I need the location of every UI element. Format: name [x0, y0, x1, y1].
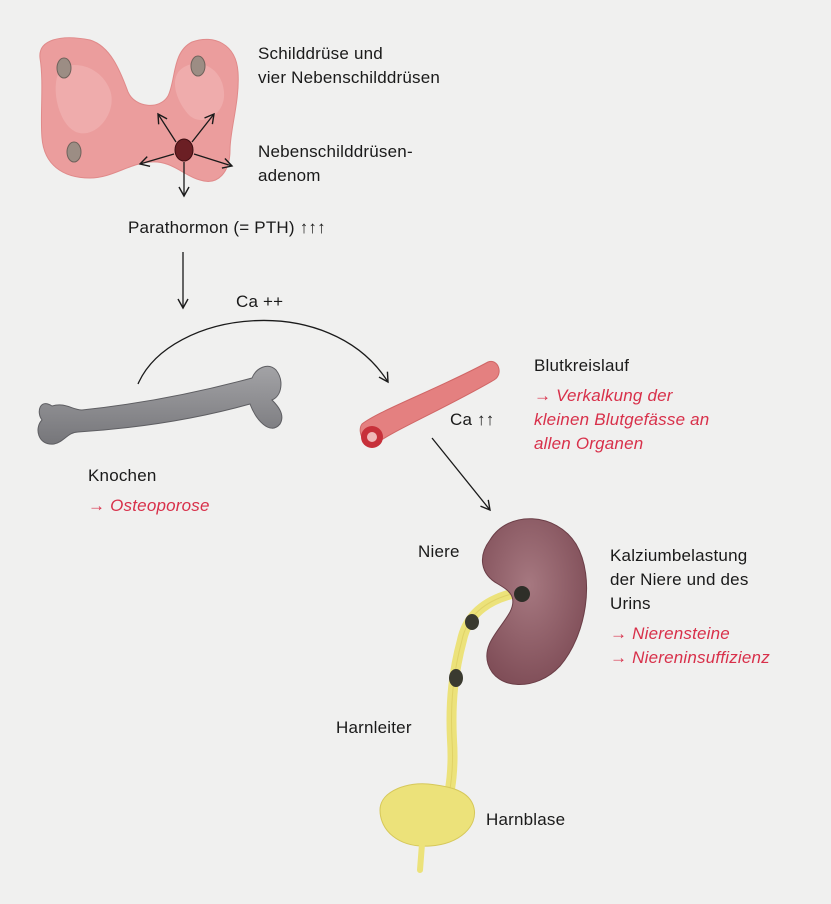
bone-effect-label: → Osteoporose — [88, 496, 210, 515]
parathyroid-gland — [56, 57, 72, 79]
kidney-stone — [514, 586, 530, 602]
blood-calcium-label: Ca ↑↑ — [450, 410, 495, 429]
kidney-label: Niere — [418, 542, 460, 561]
blood-effect-label: → Verkalkung der kleinen Blutgefässe an … — [534, 386, 710, 453]
thyroid-label: Schilddrüse und vier Nebenschilddrüsen — [258, 44, 441, 87]
bone-illustration — [37, 365, 283, 445]
kidney-stone — [465, 614, 479, 630]
blood-vessel — [359, 360, 500, 448]
parathyroid-gland — [190, 55, 206, 77]
bladder-label: Harnblase — [486, 810, 566, 829]
kidney-arrow — [431, 437, 491, 512]
kidney-load-label: Kalziumbelastung der Niere und des Urins — [610, 546, 749, 613]
calcium-flow-label: Ca ++ — [236, 292, 284, 311]
adenoma-label: Nebenschilddrüsen- adenom — [258, 142, 413, 185]
thyroid-gland — [39, 37, 239, 182]
ureter-label: Harnleiter — [336, 718, 412, 737]
kidney-illustration — [482, 518, 588, 685]
adenoma-arrows — [138, 112, 234, 198]
bladder-illustration — [379, 783, 476, 873]
kidney-effects-label: → Nierensteine → Niereninsuffizienz — [610, 624, 770, 667]
blood-circulation-label: Blutkreislauf — [534, 356, 630, 375]
kidney-stone — [449, 669, 463, 687]
parathyroid-adenoma — [174, 138, 194, 162]
pth-label: Parathormon (= PTH) ↑↑↑ — [128, 218, 326, 237]
parathyroid-gland — [66, 141, 82, 163]
bone-label: Knochen — [88, 466, 157, 485]
calcium-arrow — [137, 319, 389, 385]
